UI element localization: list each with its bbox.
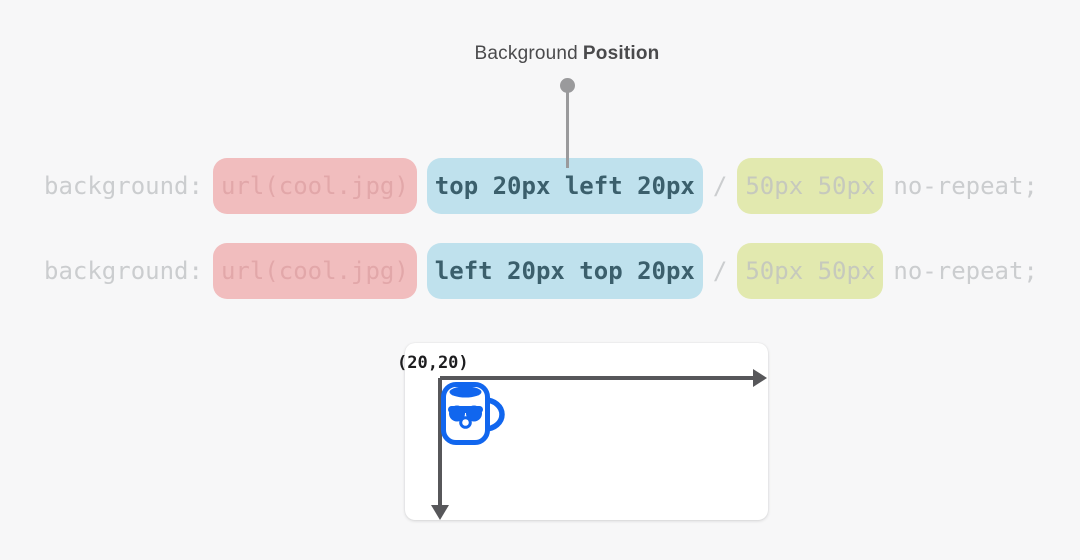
axes-arrows bbox=[431, 369, 767, 520]
mug-handle bbox=[484, 397, 505, 432]
position-token-chip: top 20px left 20px bbox=[426, 158, 703, 214]
code-line-1: background: url(cool.jpg) top 20px left … bbox=[44, 158, 1038, 214]
size-token-chip: 50px 50px bbox=[737, 158, 884, 214]
size-token-chip: 50px 50px bbox=[737, 243, 884, 299]
pointer-line bbox=[566, 91, 569, 168]
slash-separator: / bbox=[712, 257, 728, 285]
page-title-bold: Position bbox=[582, 43, 660, 64]
mug-mouth bbox=[459, 416, 472, 429]
position-token-chip: left 20px top 20px bbox=[426, 243, 703, 299]
mug-sunglasses bbox=[448, 405, 483, 422]
cool-mug-icon bbox=[441, 382, 505, 445]
url-token-chip: url(cool.jpg) bbox=[212, 158, 417, 214]
origin-coordinates-label: (20,20) bbox=[397, 353, 469, 373]
mug-body bbox=[441, 382, 490, 445]
url-token-chip: url(cool.jpg) bbox=[212, 243, 417, 299]
pointer-dot bbox=[560, 78, 575, 93]
css-property-label: background: bbox=[44, 172, 203, 200]
y-axis-arrowhead-icon bbox=[431, 505, 449, 520]
slash-separator: / bbox=[712, 172, 728, 200]
demo-panel: (20,20) bbox=[397, 343, 768, 520]
mug-opening bbox=[449, 386, 482, 398]
code-line-2: background: url(cool.jpg) left 20px top … bbox=[44, 243, 1038, 299]
repeat-token-label: no-repeat; bbox=[893, 172, 1038, 200]
repeat-token-label: no-repeat; bbox=[893, 257, 1038, 285]
page-title-regular: Background bbox=[474, 43, 578, 64]
css-property-label: background: bbox=[44, 257, 203, 285]
x-axis-arrowhead-icon bbox=[753, 369, 767, 387]
